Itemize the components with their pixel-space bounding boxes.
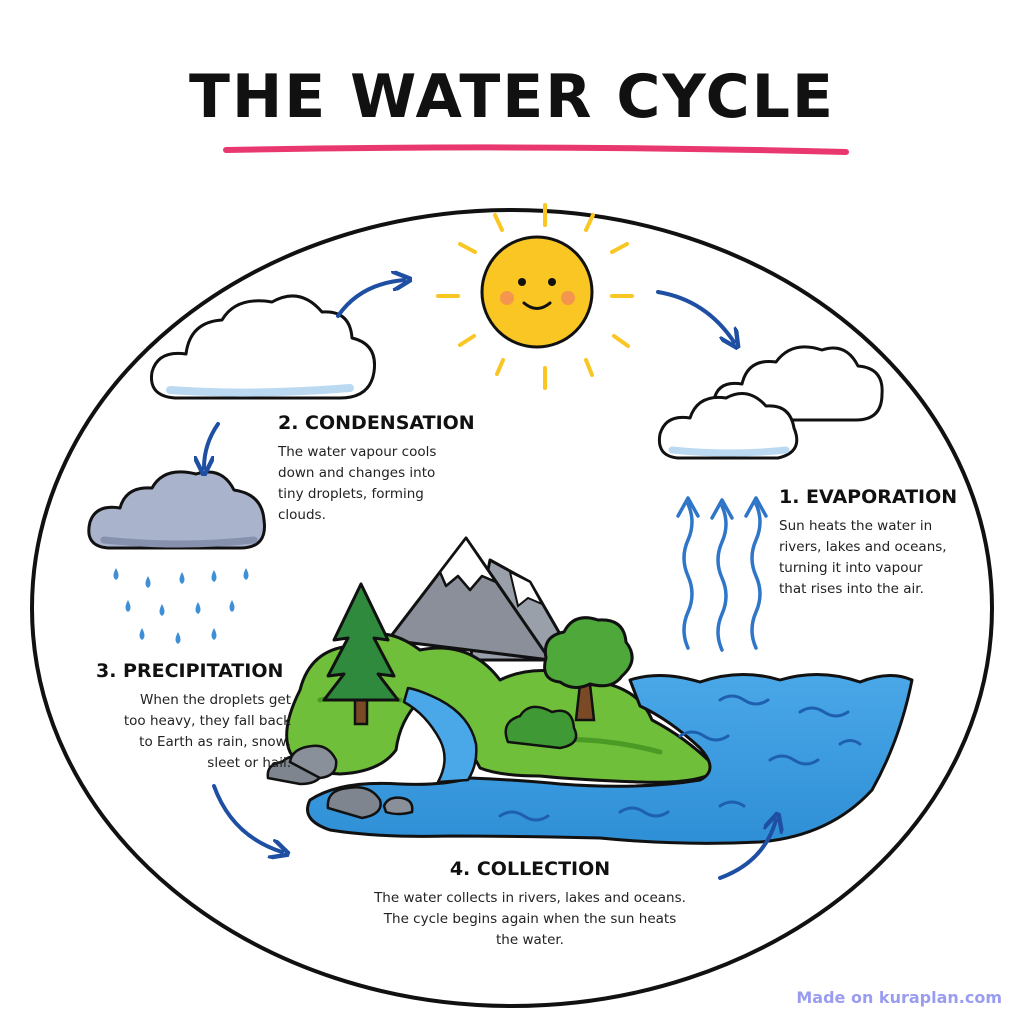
pine-tree-icon	[322, 582, 400, 726]
step-condensation: 2. CONDENSATION The water vapour cools d…	[278, 412, 478, 526]
arrow-clouds-to-sun	[336, 280, 404, 318]
evaporation-arrows	[676, 496, 768, 652]
tree-icon	[543, 616, 634, 722]
step-precipitation: 3. PRECIPITATION When the droplets get t…	[96, 660, 291, 774]
step-heading: 4. COLLECTION	[449, 858, 611, 880]
step-collection: 4. COLLECTION The water collects in rive…	[330, 858, 730, 951]
title-underline	[223, 144, 849, 155]
arrow-collection-to-evaporation	[718, 820, 776, 880]
step-evaporation: 1. EVAPORATION Sun heats the water in ri…	[779, 486, 969, 600]
credit-link[interactable]: Made on kuraplan.com	[796, 988, 1002, 1007]
cycle-arrows	[204, 280, 776, 880]
step-heading: 2. CONDENSATION	[278, 412, 475, 434]
arrow-sun-to-clouds	[656, 290, 734, 342]
cycle-circle	[30, 208, 994, 1008]
step-description: Sun heats the water in rivers, lakes and…	[779, 518, 947, 597]
mountain-icon	[386, 536, 577, 662]
cloud-icon	[657, 345, 884, 460]
arrow-cloud-to-rain	[204, 422, 220, 468]
raindrops	[113, 568, 249, 644]
page-title: THE WATER CYCLE	[189, 62, 835, 132]
step-description: When the droplets get too heavy, they fa…	[123, 692, 291, 771]
cloud-icon	[149, 294, 377, 400]
bush-icon	[504, 705, 578, 750]
step-description: The water collects in rivers, lakes and …	[374, 890, 686, 948]
arrow-rain-to-collection	[212, 784, 282, 852]
rain-cloud-icon	[87, 470, 266, 550]
step-heading: 1. EVAPORATION	[779, 486, 958, 508]
sun-icon	[436, 203, 634, 390]
water-body	[306, 673, 914, 845]
rocks-icon	[266, 744, 414, 820]
step-description: The water vapour cools down and changes …	[278, 444, 437, 523]
step-heading: 3. PRECIPITATION	[96, 660, 284, 682]
